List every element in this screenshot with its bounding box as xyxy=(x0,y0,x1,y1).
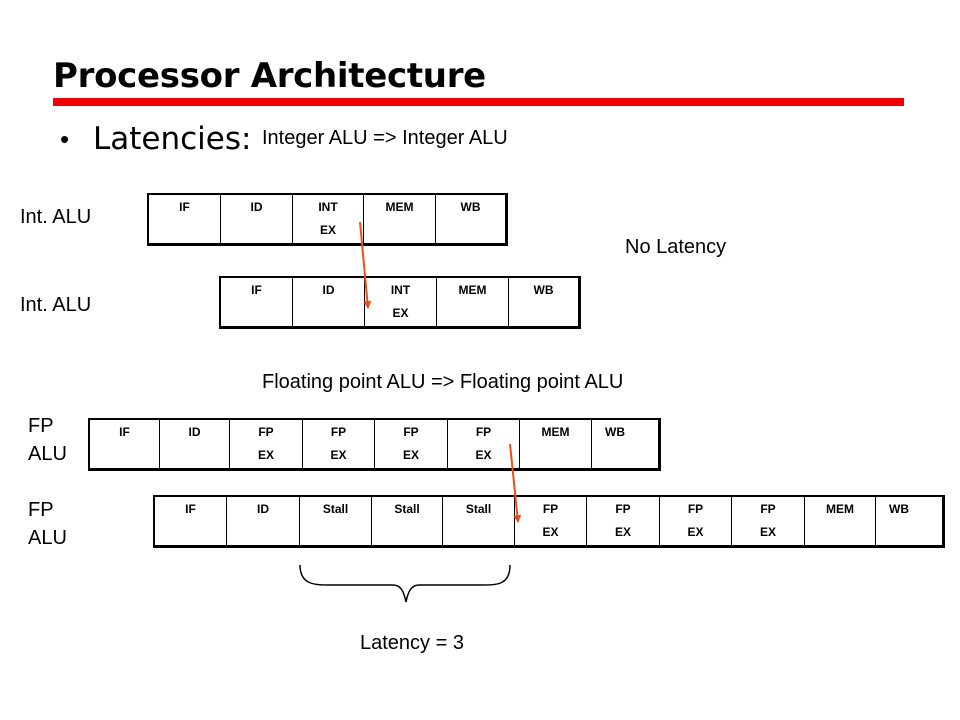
no-latency-note: No Latency xyxy=(625,236,727,258)
pipeline-stage-cell: MEM xyxy=(364,195,436,243)
fp-dependency-arrow xyxy=(509,443,522,523)
pipeline-stage-cell: FP EX xyxy=(587,497,660,545)
pipeline-stage-cell: ID xyxy=(160,420,230,468)
pipeline-stage-cell: IF xyxy=(155,497,227,545)
pipeline-stage-cell: ID xyxy=(221,195,293,243)
pipeline-stage-cell: WB xyxy=(889,502,909,516)
bullet: • xyxy=(60,124,70,154)
pipeline-stage-cell: IF xyxy=(90,420,160,468)
int-alu-row2-label: Int. ALU xyxy=(20,294,92,316)
pipeline-stage-cell: INT EX xyxy=(293,195,364,243)
pipeline-stage-cell: Stall xyxy=(300,497,372,545)
latency-label: Latency = 3 xyxy=(360,632,464,654)
pipeline-stage-cell: FP EX xyxy=(303,420,375,468)
pipeline-stage-cell: FP EX xyxy=(660,497,732,545)
pipeline-stage-cell: IF xyxy=(221,278,293,326)
pipeline-stage-cell: FP EX xyxy=(515,497,587,545)
int-dependency-arrow xyxy=(359,221,372,309)
pipeline-stage-cell: FP EX xyxy=(375,420,448,468)
pipeline-stage-cell: Stall xyxy=(372,497,443,545)
pipeline-stage-cell: MEM xyxy=(520,420,592,468)
pipeline-stage-cell: WB xyxy=(460,200,481,214)
pipeline-stage-cell: MEM xyxy=(805,497,876,545)
pipeline-stage-cell: WB xyxy=(533,283,554,297)
page-title: Processor Architecture xyxy=(53,56,486,96)
pipeline-stage-cell: WB xyxy=(605,425,625,439)
latencies-heading: Latencies: xyxy=(93,121,252,157)
integer-section-heading: Integer ALU => Integer ALU xyxy=(262,127,508,149)
title-underline xyxy=(53,98,904,106)
pipeline-stage-cell: MEM xyxy=(437,278,509,326)
fp-section-heading: Floating point ALU => Floating point ALU xyxy=(262,371,624,393)
pipeline-stage-cell: ID xyxy=(227,497,300,545)
latency-brace xyxy=(299,564,511,603)
int-alu-row1-label: Int. ALU xyxy=(20,206,92,228)
pipeline-stage-cell: FP EX xyxy=(732,497,805,545)
fp-alu-row2-label: FP ALU xyxy=(28,499,67,549)
pipeline-stage-cell: IF xyxy=(149,195,221,243)
pipeline-stage-cell: INT EX xyxy=(365,278,437,326)
pipeline-stage-cell: FP EX xyxy=(448,420,520,468)
fp-alu-row1-label: FP ALU xyxy=(28,415,67,465)
pipeline-stage-cell: FP EX xyxy=(230,420,303,468)
